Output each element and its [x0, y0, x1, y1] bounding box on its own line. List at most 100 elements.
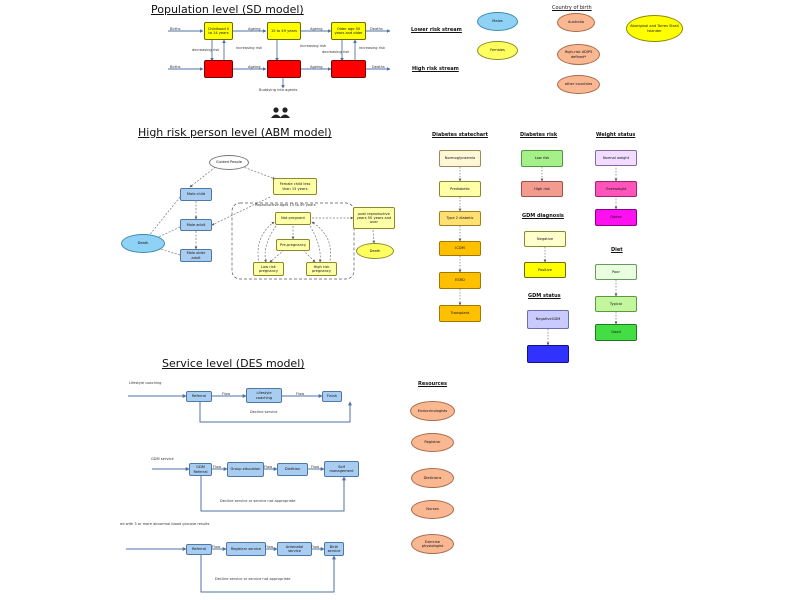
group-education-block: Group education: [227, 462, 264, 477]
lifestyle-coaching-block: Lifestyle coaching: [246, 388, 282, 403]
esrd-state: ESRD: [439, 272, 481, 289]
sd-older-high-box: [331, 60, 366, 78]
gdm-diagnosis-title: GDM diagnosis: [522, 213, 564, 219]
good-diet-state: Good: [595, 324, 637, 341]
flow-label: Flow: [212, 545, 221, 549]
other-countries-ellipse: other countries: [557, 75, 600, 94]
ageing-label: Ageing: [310, 65, 323, 69]
not-pregnant-state: Not pregnant: [275, 212, 311, 225]
positive-state: Positive: [524, 262, 566, 278]
sd-title: Population level (SD model): [151, 3, 304, 16]
abm-title: High risk person level (ABM model): [138, 126, 332, 139]
resources-title: Resources: [418, 381, 448, 387]
australia-ellipse: Australia: [557, 13, 595, 32]
dieticians-resource: Dieticians: [411, 468, 454, 488]
flow-label: Flow: [265, 545, 274, 549]
deaths-label: Deaths: [370, 27, 383, 31]
negative-state: Negative: [524, 231, 566, 247]
decline-label: Decline service or service not appropria…: [220, 499, 296, 503]
low-risk-state: Low risk: [521, 150, 563, 167]
lifestyle-finish-block: Finish: [322, 391, 342, 402]
poor-diet-state: Poor: [595, 264, 637, 280]
ageing-label: Ageing: [248, 27, 261, 31]
icdm-state: ICDM: [439, 241, 481, 256]
self-management-block: Self management: [324, 461, 359, 477]
low-risk-pregnancy-state: Low risk pregnancy: [253, 262, 284, 276]
flow-label: Flow: [213, 465, 222, 469]
aboriginal-ellipse: Aboriginal and Torres Strait Islander: [626, 15, 683, 42]
deaths-label: Deaths: [372, 65, 385, 69]
males-ellipse: Males: [477, 12, 518, 31]
high-risk-pregnancy-state: High risk pregnancy: [306, 262, 337, 276]
births-label: Births: [170, 65, 181, 69]
male-older-adult-state: Male older adult: [180, 249, 212, 262]
high-risk-adips-ellipse: High-risk ADIPS defined*: [557, 44, 600, 65]
diabetes-risk-title: Diabetes risk: [520, 132, 558, 138]
high-risk-state: High risk: [521, 181, 563, 197]
reproductive-label: Reproductive ages 15 to 49 years: [255, 203, 316, 207]
guided-people-ellipse: Guided People: [209, 155, 249, 170]
sd-childhood-box: Childhood 0 to 14 years: [204, 22, 233, 40]
country-title: Country of birth: [552, 5, 592, 11]
type2-diabetic-state: Type 2 diabetic: [439, 211, 481, 226]
gdm-referral-block: GDM Referral: [189, 463, 212, 476]
flow-label: Flow: [296, 392, 305, 396]
statechart-title: Diabetes statechart: [432, 132, 488, 138]
overweight-state: Overweight: [595, 181, 637, 197]
ageing-label: Ageing: [248, 65, 261, 69]
flow-label: decreasing risk: [322, 50, 350, 54]
sd-adult-high-box: [267, 60, 301, 78]
flow-label: Flow: [222, 392, 231, 396]
flow-label: increasing risk: [300, 44, 327, 48]
gdm-status-title: GDM status: [528, 293, 561, 299]
abnormal-glucose-label: ed with 3 or more abnormal blood glucose…: [120, 522, 210, 526]
decline-label: Decline service: [250, 410, 278, 414]
nurses-resource: Nurses: [411, 500, 454, 519]
positive-gdm-state: [527, 345, 569, 363]
prediabetic-state: Prediabetic: [439, 181, 481, 197]
flow-label: Flow: [311, 465, 320, 469]
diet-title: Diet: [611, 247, 623, 253]
births-label: Births: [170, 27, 181, 31]
registrar-service-block: Registrar service: [226, 542, 266, 556]
flow-label: Flow: [311, 545, 320, 549]
endocrinologists-resource: Endocrinologists: [410, 401, 455, 421]
male-child-state: Male child: [180, 188, 212, 201]
des-title: Service level (DES model): [162, 357, 305, 370]
lifestyle-referral-block: Referral: [186, 391, 212, 402]
abnormal-referral-block: Referral: [186, 544, 212, 555]
high-risk-stream: High risk stream: [412, 66, 459, 72]
flow-label: increasing risk: [236, 46, 263, 50]
ageing-label: Ageing: [310, 27, 323, 31]
pre-pregnancy-state: Pre-pregnancy: [276, 239, 310, 251]
sd-childhood-high-box: [204, 60, 233, 78]
people-icon: [271, 107, 290, 118]
flow-label: Flow: [264, 465, 273, 469]
dietitian-block: Dietitian: [277, 463, 308, 476]
sd-older-box: Older age 50 years and older: [331, 22, 366, 40]
lifestyle-coaching-label: Lifestyle coaching: [129, 381, 162, 385]
typical-diet-state: Typical: [595, 296, 637, 312]
decline-label: Decline service or service not appropria…: [215, 577, 291, 581]
normal-weight-state: Normal weight: [595, 150, 637, 166]
post-reproductive-state: post reproductive years 50 years and ove…: [353, 207, 395, 229]
female-death-ellipse: Death: [356, 243, 394, 259]
buddy-label: Buddying into agents: [259, 88, 298, 92]
birth-service-block: Birth service: [324, 542, 344, 556]
male-adult-state: Male adult: [180, 219, 212, 231]
weight-status-title: Weight status: [596, 132, 636, 138]
exercise-physiologist-resource: Exercise physiologist: [411, 534, 454, 554]
flow-label: decreasing risk: [192, 48, 220, 52]
females-ellipse: Females: [477, 41, 518, 60]
female-child-state: Female child less than 15 years: [273, 178, 317, 195]
flow-label: increasing risk: [359, 46, 386, 50]
normoglycaemia-state: Normoglycaemia: [439, 150, 481, 167]
antenatal-service-block: Antenatal service: [277, 542, 312, 556]
transplant-state: Transplant: [439, 305, 481, 322]
male-death-ellipse: Death: [121, 234, 165, 253]
obese-state: Obese: [595, 209, 637, 226]
lower-risk-stream: Lower risk stream: [411, 27, 462, 33]
gdm-service-label: GDM service: [151, 457, 174, 461]
registrar-resource: Registrar: [411, 433, 454, 452]
